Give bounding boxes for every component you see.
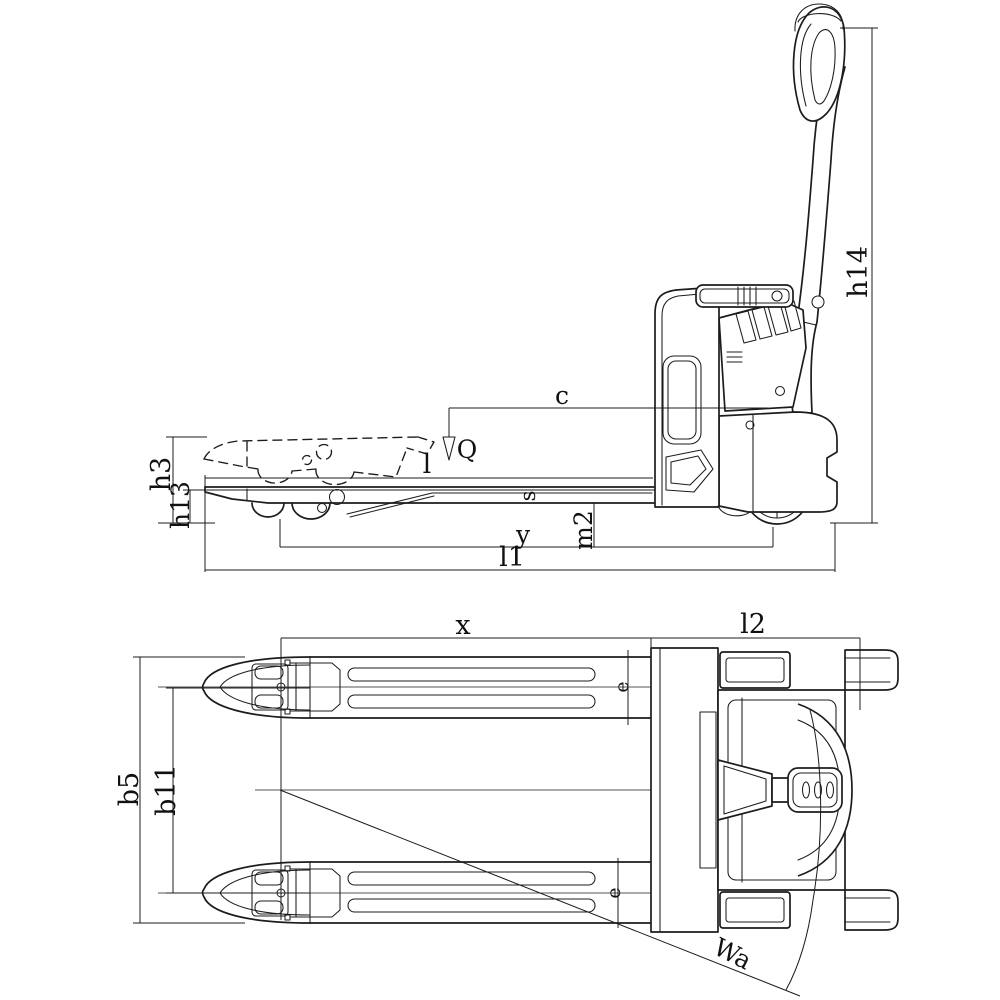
tip-roller: [254, 694, 284, 709]
side-dimensions: [158, 27, 878, 572]
fork-slot: [347, 871, 596, 886]
tiller-pivot-hole: [811, 295, 825, 309]
dim-label-b11: b11: [151, 764, 182, 816]
top-body: [650, 647, 899, 933]
dim-label-m2: m2: [569, 510, 598, 550]
fork-slot: [347, 694, 596, 709]
dim-label-l: l: [423, 449, 432, 480]
head-button: [813, 781, 823, 799]
dim-label-l1: l1: [499, 542, 525, 573]
top-forks: [158, 656, 745, 924]
dim-label-l2: l2: [740, 609, 766, 640]
tip-roller: [254, 665, 284, 680]
dim-label-y: y: [515, 520, 531, 549]
top-dimensions: [133, 637, 861, 997]
dim-label-h14: h14: [843, 246, 874, 298]
side-fork-raised-dashed: [203, 436, 435, 486]
top-view: [133, 637, 899, 997]
load-centre-arrow: [442, 436, 456, 461]
tip-roller: [254, 871, 284, 886]
head-button: [825, 781, 835, 799]
dim-label-e-top: e: [611, 681, 633, 692]
dim-label-h3: h3: [146, 457, 177, 492]
motor-housing: [718, 411, 838, 513]
side-view: [158, 3, 878, 572]
head-button: [801, 781, 811, 799]
frame-window: [662, 355, 702, 445]
dim-label-b5: b5: [114, 772, 145, 806]
side-body: [654, 3, 846, 525]
tip-roller: [254, 900, 284, 915]
battery-box: [718, 300, 807, 412]
dim-label-Q: Q: [457, 435, 478, 464]
dim-label-c: c: [555, 381, 569, 410]
dim-label-e-bottom: e: [603, 887, 625, 898]
front-plate: [650, 647, 719, 933]
dimension-labels: h14 h3 h13 l c Q s m2 y l1 x l2 b5 b11 e…: [114, 246, 874, 975]
turning-radius-line: [279, 789, 801, 997]
turning-radius-arc: [785, 709, 822, 991]
fork-slot: [347, 898, 596, 913]
dim-label-x: x: [455, 610, 470, 641]
dim-label-h13: h13: [166, 481, 195, 529]
fork-slot: [347, 667, 596, 682]
support-caster: [717, 505, 751, 517]
dim-label-s: s: [516, 491, 540, 502]
dim-label-Wa: Wa: [709, 932, 756, 975]
